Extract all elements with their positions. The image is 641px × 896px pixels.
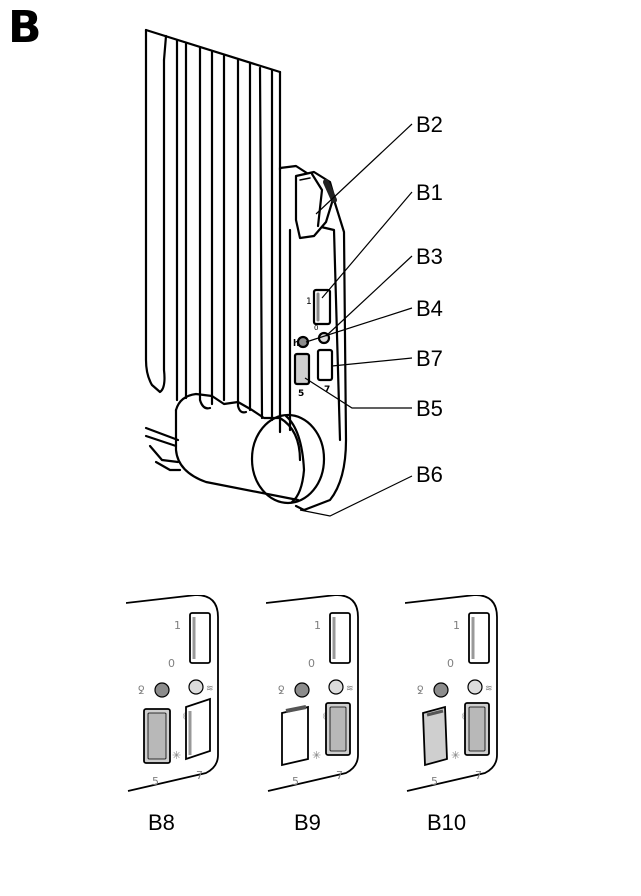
svg-text:1: 1 xyxy=(453,619,460,632)
thermostat-lamp xyxy=(294,682,310,698)
svg-text:5: 5 xyxy=(431,775,438,788)
svg-text:1: 1 xyxy=(314,619,321,632)
power-switches xyxy=(293,348,334,386)
panel-b10: 1 0 ꝿ ≋ ☾ ✳ 5 7 xyxy=(405,595,498,792)
heating-lamp xyxy=(467,679,483,695)
svg-text:1: 1 xyxy=(174,619,181,632)
main-switch xyxy=(468,612,490,664)
svg-text:7: 7 xyxy=(475,769,482,782)
svg-text:5: 5 xyxy=(152,775,159,788)
heating-lamp xyxy=(328,679,344,695)
high-power-switch xyxy=(185,697,211,761)
heater-feet xyxy=(144,426,182,472)
panel-caption-b10: B10 xyxy=(427,810,467,835)
heat-waves-icon: ≋ xyxy=(206,684,214,694)
sun-icon: ✳ xyxy=(312,749,321,762)
callout-b5: B5 xyxy=(416,396,443,421)
sun-icon: ✳ xyxy=(451,749,460,762)
thermometer-icon: ꝿ xyxy=(417,684,423,697)
main-switch xyxy=(189,612,211,664)
callout-b4: B4 xyxy=(416,296,443,321)
thermostat-lamp xyxy=(433,682,449,698)
svg-text:0: 0 xyxy=(447,657,454,670)
callout-b7: B7 xyxy=(416,346,443,371)
sun-icon: ✳ xyxy=(172,749,181,762)
svg-text:1: 1 xyxy=(306,297,312,307)
panel-b9: 1 0 ꝿ ≋ ☾ ✳ 5 7 xyxy=(266,595,359,792)
svg-text:7: 7 xyxy=(324,385,330,395)
heat-waves-icon: ≋ xyxy=(346,684,354,694)
low-power-switch xyxy=(281,705,309,767)
thermostat-lamp xyxy=(296,335,310,349)
thermometer-icon: ꝿ xyxy=(278,684,284,697)
svg-text:5: 5 xyxy=(292,775,299,788)
svg-text:7: 7 xyxy=(336,769,343,782)
svg-text:h: h xyxy=(293,339,299,349)
low-power-switch xyxy=(422,705,448,767)
radiator-fins xyxy=(144,28,282,422)
panel-caption-b8: B8 xyxy=(148,810,175,835)
svg-text:5: 5 xyxy=(298,389,304,399)
section-letter: B xyxy=(8,2,42,53)
heat-waves-icon: ≋ xyxy=(485,684,493,694)
svg-text:0: 0 xyxy=(314,324,318,332)
main-switch xyxy=(329,612,351,664)
panel-b8: 1 0 ꝿ ≋ ☾ ✳ 5 7 xyxy=(126,595,219,792)
thermostat-knob xyxy=(294,170,337,240)
panel-caption-b9: B9 xyxy=(294,810,321,835)
leader-lines xyxy=(299,123,413,517)
heating-lamp xyxy=(188,679,204,695)
svg-text:0: 0 xyxy=(308,657,315,670)
thermostat-lamp xyxy=(154,682,170,698)
base-cylinder xyxy=(174,392,326,505)
svg-text:0: 0 xyxy=(168,657,175,670)
thermometer-icon: ꝿ xyxy=(138,684,144,697)
callout-b6: B6 xyxy=(416,462,443,487)
main-switch xyxy=(312,288,332,326)
callout-b1: B1 xyxy=(416,180,443,205)
low-power-switch xyxy=(143,708,171,764)
svg-text:7: 7 xyxy=(196,769,203,782)
callout-b3: B3 xyxy=(416,244,443,269)
svg-text:ꝿ: ꝿ xyxy=(138,684,144,697)
callout-b2: B2 xyxy=(416,112,443,137)
high-power-switch xyxy=(464,702,490,756)
high-power-switch xyxy=(325,702,351,756)
